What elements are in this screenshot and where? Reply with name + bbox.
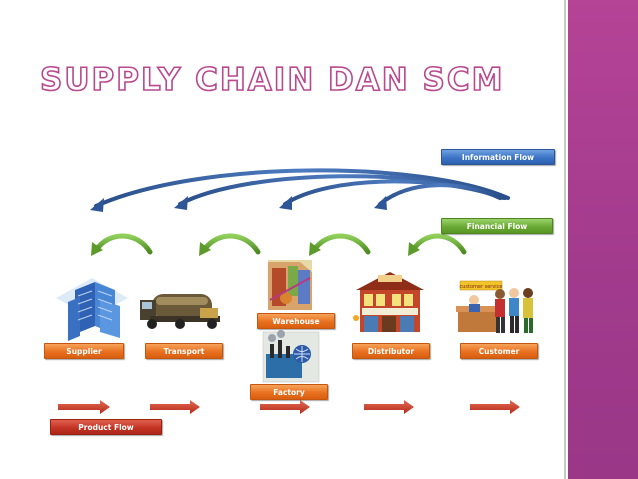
slide-title: SUPPLY CHAIN DAN SCM: [39, 61, 505, 99]
warehouse-icon: [268, 260, 312, 310]
node-label-warehouse: Warehouse: [257, 313, 335, 329]
node-label-transport: Transport: [145, 343, 223, 359]
fin-arrowhead-2: [199, 242, 211, 256]
product-arrow-2: [150, 400, 200, 414]
financial-flow-arrows: [91, 233, 467, 256]
supply-chain-diagram: customer service: [56, 168, 533, 414]
fin-arrow-3: [311, 233, 371, 255]
product-flow-arrows: [58, 400, 520, 414]
customer-service-sign: customer service: [459, 284, 502, 290]
fin-arrowhead-3: [309, 242, 321, 256]
factory-icon: [262, 330, 320, 383]
fin-arrow-1: [93, 233, 153, 255]
product-flow-label: Product Flow: [50, 419, 162, 435]
fin-arrowhead-1: [91, 242, 103, 256]
side-accent-bar: [568, 0, 638, 479]
info-arrowhead-supplier: [90, 198, 104, 212]
product-arrow-1: [58, 400, 110, 414]
fin-arrow-2: [201, 233, 261, 255]
distributor-shop-icon: [353, 272, 424, 332]
info-arrow-to-transport: [178, 174, 507, 206]
product-arrow-5: [470, 400, 520, 414]
financial-flow-label: Financial Flow: [441, 218, 553, 234]
product-arrow-4: [364, 400, 414, 414]
info-arrowhead-distributor: [374, 196, 387, 210]
node-label-factory: Factory: [250, 384, 328, 400]
information-flow-label: Information Flow: [441, 149, 555, 165]
node-label-customer: Customer: [460, 343, 538, 359]
transport-truck-icon: [140, 294, 220, 329]
node-label-distributor: Distributor: [352, 343, 430, 359]
info-arrowhead-warehouse: [279, 196, 292, 210]
node-label-supplier: Supplier: [44, 343, 124, 359]
customer-service-icon: customer service: [456, 280, 533, 333]
fin-arrowhead-4: [408, 242, 420, 256]
information-flow-arrows: [90, 168, 510, 212]
info-arrowhead-transport: [174, 196, 188, 210]
fin-arrow-4: [410, 233, 467, 255]
info-arrow-to-distributor: [378, 183, 502, 206]
sidebar-divider: [564, 0, 566, 479]
product-arrow-3: [260, 400, 310, 414]
supplier-building-icon: [56, 278, 128, 341]
